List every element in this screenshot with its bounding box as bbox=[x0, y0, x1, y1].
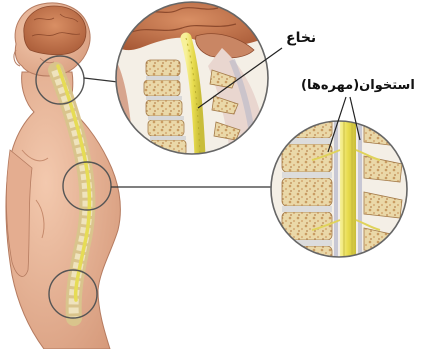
spinal-cord-magnified-mid bbox=[340, 112, 356, 272]
label-spinal-cord: نخاع bbox=[286, 30, 316, 46]
brain bbox=[24, 6, 86, 55]
human-body-figure bbox=[6, 3, 120, 349]
magnified-neck-detail bbox=[112, 0, 268, 160]
magnified-back-detail bbox=[271, 112, 407, 272]
label-bone-vertebrae: استخوان(مهره‌ها) bbox=[301, 78, 415, 93]
callout-line-top bbox=[84, 78, 118, 82]
